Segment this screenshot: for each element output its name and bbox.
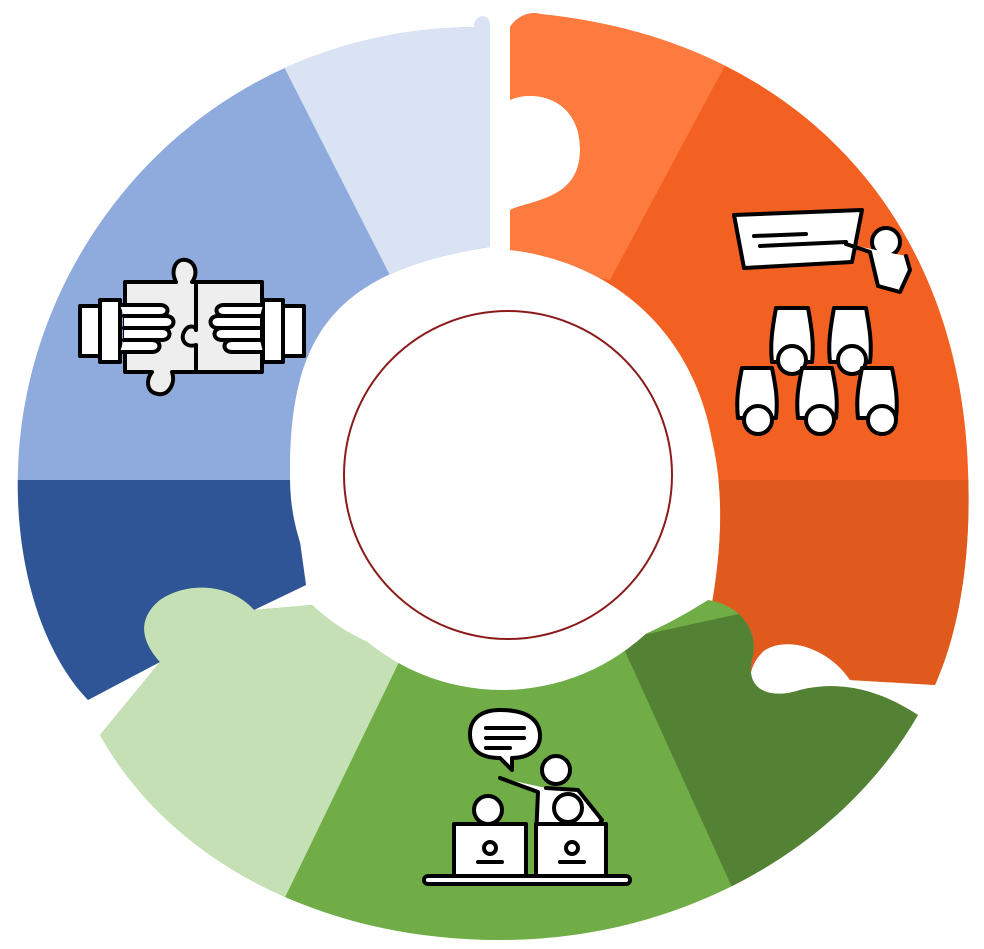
teacher-students-discussion-icon (422, 708, 632, 886)
center-circle (343, 310, 673, 640)
classroom-presentation-icon (732, 208, 912, 436)
orange-light-band (510, 13, 760, 280)
green-light-band (100, 587, 400, 940)
handshake-puzzle-icon (78, 257, 306, 397)
